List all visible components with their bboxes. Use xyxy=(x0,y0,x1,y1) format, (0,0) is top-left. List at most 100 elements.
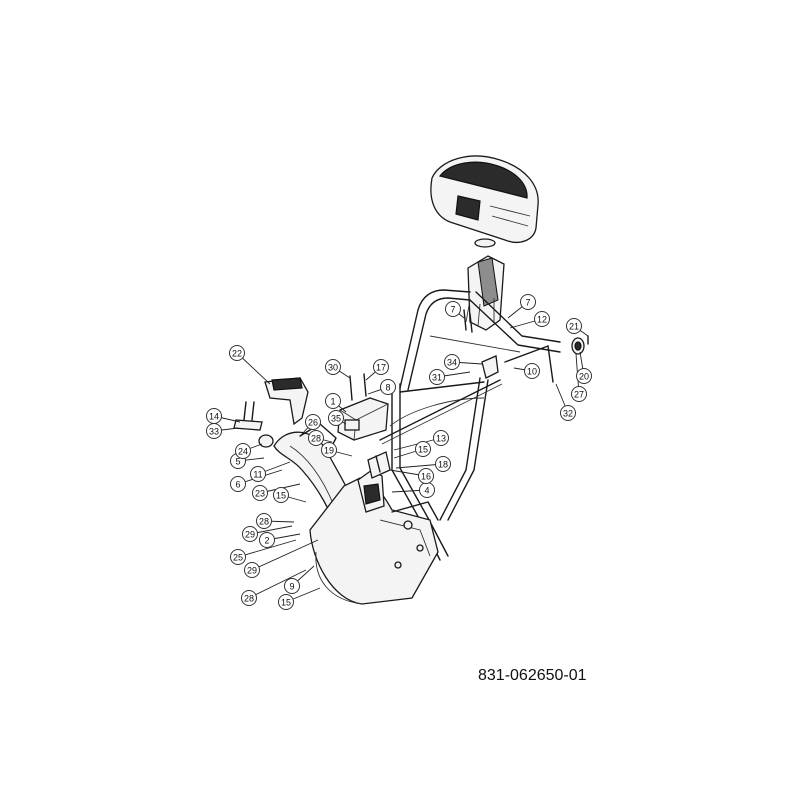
callout-label: 33 xyxy=(209,427,219,437)
callout-6: 6 xyxy=(230,476,246,492)
control-panel-part xyxy=(430,155,539,248)
callout-circle xyxy=(524,363,540,379)
callout-9: 9 xyxy=(284,578,300,594)
callout-label: 27 xyxy=(574,390,584,400)
callout-label: 7 xyxy=(450,305,455,315)
callout-label: 8 xyxy=(385,383,390,393)
callout-label: 18 xyxy=(438,460,448,470)
callout-label: 28 xyxy=(311,434,321,444)
callout-34: 34 xyxy=(444,354,460,370)
callout-circle xyxy=(284,578,300,594)
callout-circle xyxy=(230,549,246,565)
callout-30: 30 xyxy=(325,359,341,375)
callout-13: 13 xyxy=(433,430,449,446)
callout-circle xyxy=(308,430,324,446)
callout-circle xyxy=(560,405,576,421)
callout-25: 25 xyxy=(230,549,246,565)
callout-29: 29 xyxy=(242,526,258,542)
callout-label: 20 xyxy=(579,372,589,382)
callout-label: 25 xyxy=(233,553,243,563)
callout-10: 10 xyxy=(524,363,540,379)
callout-1: 1 xyxy=(325,393,341,409)
callout-28: 28 xyxy=(241,590,257,606)
callout-circle xyxy=(534,311,550,327)
callout-circle xyxy=(244,562,260,578)
callout-circle xyxy=(230,476,246,492)
callout-label: 7 xyxy=(525,298,530,308)
callout-circle xyxy=(415,441,431,457)
callout-label: 24 xyxy=(238,447,248,457)
callout-7: 7 xyxy=(445,301,461,317)
callout-28: 28 xyxy=(256,513,272,529)
callout-label: 17 xyxy=(376,363,386,373)
callout-15: 15 xyxy=(415,441,431,457)
callout-26: 26 xyxy=(305,414,321,430)
callout-28: 28 xyxy=(308,430,324,446)
callout-circle xyxy=(576,368,592,384)
callout-circle xyxy=(325,359,341,375)
callouts: 1245677891011121314151515161718192021222… xyxy=(206,294,592,610)
callout-label: 34 xyxy=(447,358,457,368)
callout-leader-29 xyxy=(251,539,319,571)
callout-18: 18 xyxy=(435,456,451,472)
callout-label: 16 xyxy=(421,472,431,482)
callout-circle xyxy=(433,430,449,446)
callout-4: 4 xyxy=(419,482,435,498)
callout-circle xyxy=(252,485,268,501)
callout-label: 9 xyxy=(289,582,294,592)
fuel-tank-part xyxy=(337,397,389,441)
callout-circle xyxy=(235,443,251,459)
callout-label: 1 xyxy=(330,397,335,407)
callout-label: 10 xyxy=(527,367,537,377)
callout-16: 16 xyxy=(418,468,434,484)
callout-label: 5 xyxy=(235,457,240,467)
callout-15: 15 xyxy=(273,487,289,503)
callout-label: 29 xyxy=(247,566,257,576)
callout-label: 28 xyxy=(244,594,254,604)
callout-label: 22 xyxy=(232,349,242,359)
callout-27: 27 xyxy=(571,386,587,402)
callout-label: 21 xyxy=(569,322,579,332)
callout-label: 32 xyxy=(563,409,573,419)
callout-label: 12 xyxy=(537,315,547,325)
handle-bracket-part xyxy=(465,255,505,331)
callout-circle xyxy=(321,442,337,458)
control-rod-part xyxy=(379,379,501,441)
callout-15: 15 xyxy=(278,594,294,610)
callout-label: 15 xyxy=(418,445,428,455)
callout-label: 2 xyxy=(264,536,269,546)
fastener-parts xyxy=(233,309,589,431)
callout-label: 11 xyxy=(253,470,262,480)
callout-2: 2 xyxy=(259,532,275,548)
callout-22: 22 xyxy=(229,345,245,361)
callout-20: 20 xyxy=(576,368,592,384)
callout-23: 23 xyxy=(252,485,268,501)
callout-17: 17 xyxy=(373,359,389,375)
callout-circle xyxy=(444,354,460,370)
callout-circle xyxy=(241,590,257,606)
callout-11: 11 xyxy=(250,466,266,482)
callout-8: 8 xyxy=(380,379,396,395)
callout-21: 21 xyxy=(566,318,582,334)
callout-label: 4 xyxy=(424,486,429,496)
callout-label: 14 xyxy=(209,412,219,422)
callout-circle xyxy=(435,456,451,472)
part-number-label: 831-062650-01 xyxy=(478,667,587,684)
callout-circle xyxy=(571,386,587,402)
callout-label: 19 xyxy=(324,446,334,456)
callout-circle xyxy=(259,532,275,548)
callout-29: 29 xyxy=(244,562,260,578)
callout-circle xyxy=(305,414,321,430)
callout-label: 23 xyxy=(255,489,265,499)
callout-circle xyxy=(242,526,258,542)
callout-leader-25 xyxy=(237,539,297,558)
callout-label: 13 xyxy=(436,434,446,444)
callout-circle xyxy=(418,468,434,484)
callout-circle xyxy=(328,410,344,426)
callout-circle xyxy=(250,466,266,482)
callout-14: 14 xyxy=(206,408,222,424)
callout-circle xyxy=(445,301,461,317)
callout-12: 12 xyxy=(534,311,550,327)
callout-33: 33 xyxy=(206,423,222,439)
